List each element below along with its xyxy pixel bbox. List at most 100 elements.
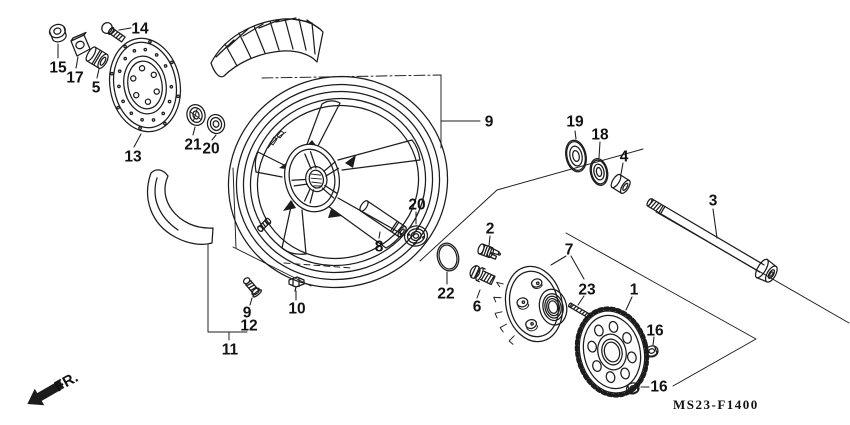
part-number-label: 2 [486,221,495,238]
flange-bolt [469,265,496,286]
part-callout-15: 15 [49,43,67,77]
o-ring [436,242,460,272]
callout-leader-line [712,208,718,239]
part-number-label: 5 [92,80,101,97]
sprocket-nut-lower [625,382,640,395]
tab-washer [70,31,91,57]
part-callout-20: 20 [408,197,426,225]
part-callout-23: 23 [577,282,596,306]
part-number-label: 23 [578,282,596,299]
part-number-label: 17 [66,70,83,87]
sprocket-nut-upper [644,345,659,358]
part-number-label: 15 [49,60,67,77]
part-callout-20: 20 [202,134,220,158]
callout-leader-line [75,56,79,69]
part-number-label: 20 [202,141,219,158]
brake-disc [108,37,182,133]
callout-leader-line [598,141,601,159]
part-callout-7: 7 [550,242,585,280]
joint-piece [477,243,501,260]
side-collar-left [85,46,109,69]
part-callout-12: 12 [240,318,257,335]
axle-nut [48,23,67,43]
driven-flange [493,265,568,345]
part-callout-14: 14 [118,21,149,38]
part-number-label: 8 [375,239,384,256]
center-spacer [359,200,407,238]
part-number-label: 22 [437,286,454,303]
part-number-label: 3 [709,193,718,210]
part-callout-6: 6 [473,289,482,316]
wheel-hub [284,143,340,213]
part-number-label: 10 [288,301,305,318]
part-callout-21: 21 [184,126,202,154]
callout-leader-line [574,130,577,140]
part-number-label: 9 [243,305,252,322]
part-callout-13: 13 [124,133,142,166]
part-number-label: 21 [184,137,202,154]
callout-leader-line [620,162,624,175]
part-number-label: 9 [485,114,494,131]
fr-arrow-icon [27,380,65,406]
callout-leader-line [378,231,381,239]
part-callout-16: 16 [646,323,664,346]
disc-bolt [101,22,126,43]
callout-leader-line [211,134,217,141]
part-number-label: 20 [408,197,425,214]
callout-leader-line [96,68,100,79]
callout-leader-line [625,296,633,311]
callout-leader-line [488,235,491,247]
part-number-label: 11 [222,342,239,359]
part-callout-8: 8 [375,231,384,256]
part-number-label: 6 [473,299,482,316]
part-number-label: 13 [124,149,142,166]
part-number-label: 16 [646,323,664,340]
part-callout-9: 9 [243,297,253,322]
callout-leader-line [192,126,196,136]
part-number-label: 14 [131,21,149,38]
hub-bearing-18 [589,158,609,186]
part-callout-18: 18 [591,127,609,159]
callout-leader-line [249,297,253,306]
driven-sprocket [574,306,650,398]
diagram-code: MS23-F1400 [673,397,759,412]
part-callout-5: 5 [92,68,101,97]
wheel-bearing-left [206,113,226,135]
part-callout-22: 22 [437,271,455,303]
tire-valve [242,277,262,298]
fr-direction-marker: FR. [27,369,81,406]
rim-valve-stem [257,217,272,232]
part-number-label: 4 [620,149,629,166]
part-number-label: 16 [650,379,668,396]
part-number-label: 12 [240,318,257,335]
part-callout-2: 2 [486,221,495,247]
rear-wheel [227,75,449,289]
tire-tread-section [210,17,324,78]
part-callout-19: 19 [566,114,584,140]
part-callout-11: 11 [222,342,239,359]
rear-axle [646,198,778,283]
callout-leader-line [577,295,585,306]
callout-leader-line [570,255,585,280]
callout-leader-line [652,336,655,346]
hub-bearing-19 [565,139,587,173]
part-callout-9: 9 [440,114,494,131]
part-number-label: 7 [565,242,574,259]
part-callout-17: 17 [66,56,84,87]
wheel-bearing-right [403,225,429,247]
part-callout-16: 16 [640,379,668,396]
callout-leader-line [118,27,132,31]
side-collar-right [610,173,631,195]
part-number-label: 19 [566,114,584,131]
part-number-label: 18 [591,127,609,144]
assembly-bracket-lines [207,74,850,387]
oil-seal-left [186,103,206,127]
part-callout-4: 4 [620,149,629,175]
balance-weight-clip [288,276,305,292]
part-callout-10: 10 [288,290,306,318]
part-callout-3: 3 [709,193,718,239]
part-callout-1: 1 [625,282,639,311]
